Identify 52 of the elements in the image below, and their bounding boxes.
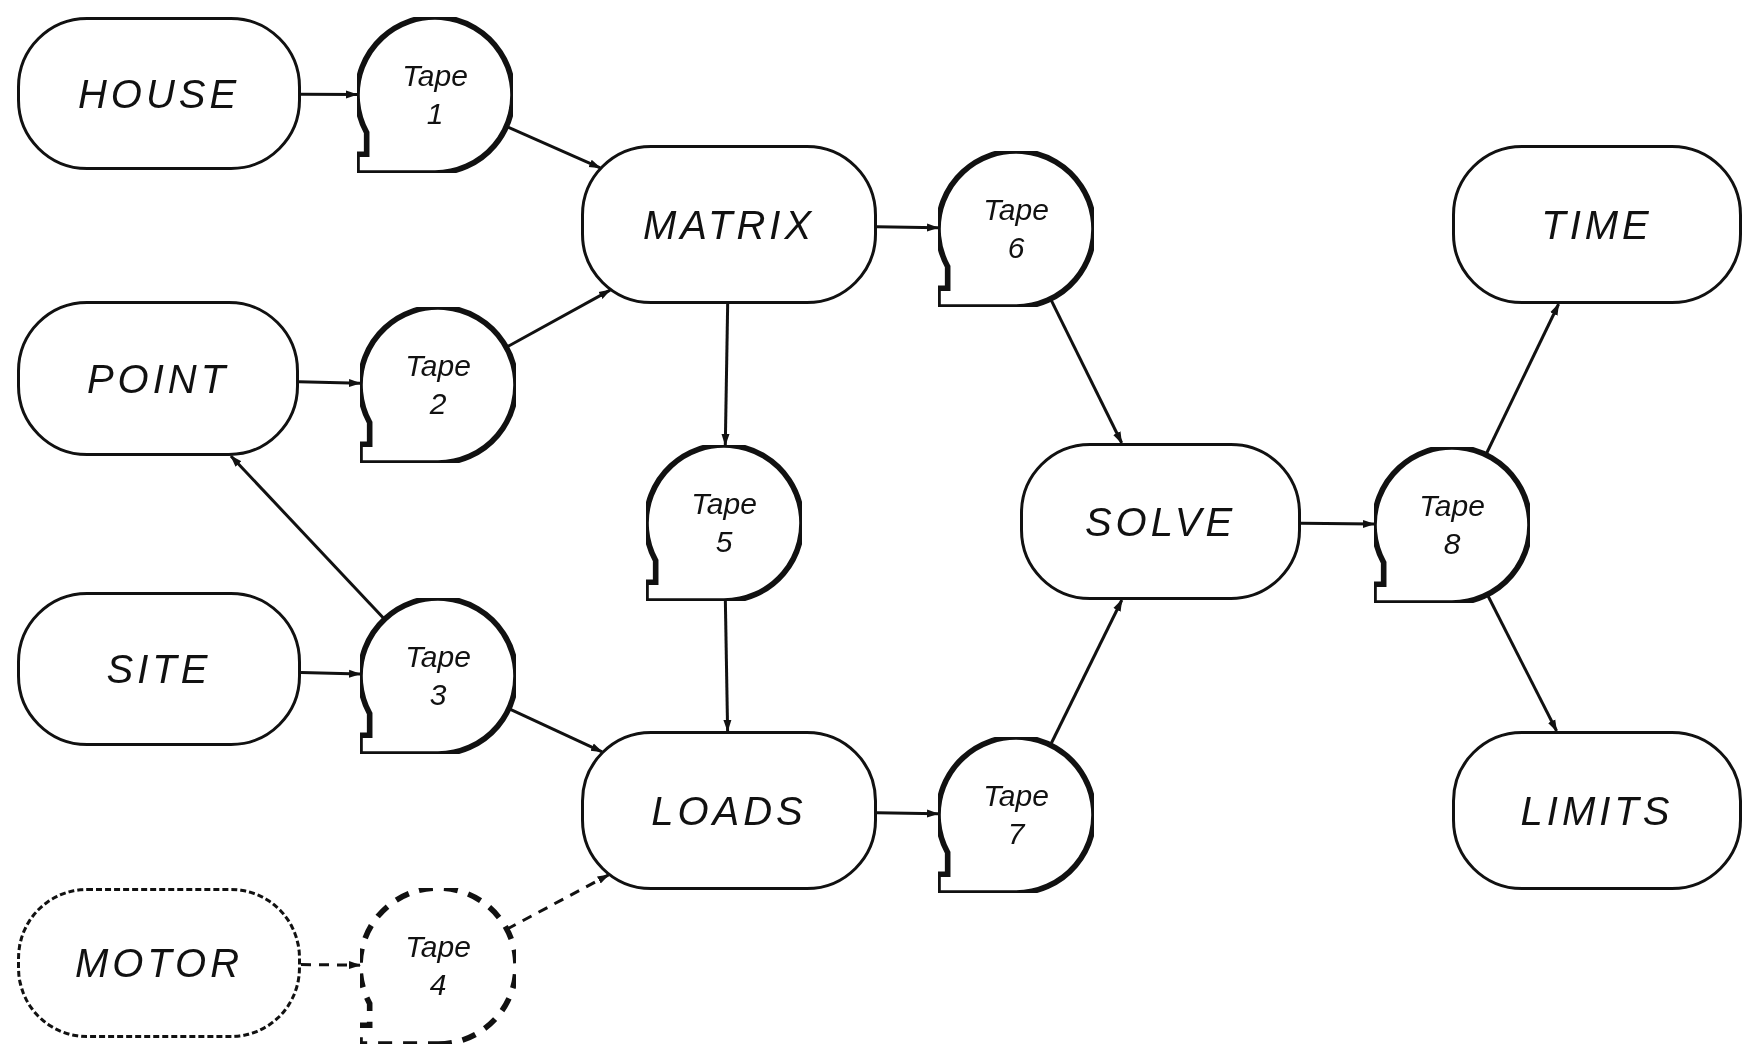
- node-label: Tape 8: [1418, 488, 1486, 562]
- arrow: [723, 600, 732, 732]
- node-label: LIMITS: [1520, 787, 1674, 835]
- node-label: Tape 6: [982, 192, 1050, 266]
- node-label: MATRIX: [642, 201, 816, 249]
- tape-reel-node: [646, 445, 802, 601]
- node-label: SITE: [106, 646, 212, 693]
- arrow: [229, 454, 386, 621]
- terminal-node: [581, 145, 877, 304]
- node-label: Tape 1: [401, 58, 469, 132]
- arrow: [508, 707, 603, 754]
- node-label: Tape 5: [690, 486, 758, 560]
- arrow: [1484, 303, 1560, 456]
- tape-reel-node: [1374, 447, 1530, 603]
- node-label: Tape 7: [982, 778, 1050, 852]
- terminal-node: [1452, 731, 1742, 890]
- terminal-node: [1020, 443, 1301, 600]
- arrow: [721, 303, 730, 446]
- node-label: POINT: [86, 355, 230, 403]
- arrow: [505, 125, 602, 170]
- tape-reel-node: [357, 17, 513, 173]
- arrow: [1301, 519, 1375, 528]
- terminal-node: [17, 888, 301, 1038]
- node-label: Tape 3: [404, 639, 472, 713]
- tape-reel-node: [360, 888, 516, 1044]
- arrow: [1049, 298, 1124, 444]
- arrow: [1049, 599, 1124, 746]
- terminal-node: [17, 17, 301, 170]
- arrow: [301, 961, 361, 970]
- arrow: [300, 669, 361, 678]
- arrow: [876, 809, 939, 818]
- arrow: [1486, 593, 1558, 732]
- terminal-node: [17, 301, 299, 456]
- arrow: [301, 90, 358, 99]
- node-label: Tape 2: [404, 348, 472, 422]
- tape-reel-node: [360, 598, 516, 754]
- tape-reel-node: [938, 151, 1094, 307]
- arrow: [505, 288, 611, 349]
- tape-reel-node: [938, 737, 1094, 893]
- arrow: [876, 223, 939, 232]
- node-label: MOTOR: [74, 940, 244, 987]
- tape-reel-node: [360, 307, 516, 463]
- terminal-node: [1452, 145, 1742, 304]
- arrow: [298, 378, 361, 387]
- node-label: LOADS: [651, 787, 807, 835]
- node-label: Tape 4: [404, 929, 472, 1003]
- terminal-node: [581, 731, 877, 890]
- node-label: HOUSE: [77, 70, 241, 118]
- terminal-node: [17, 592, 301, 746]
- node-label: TIME: [1541, 201, 1653, 249]
- arrow: [506, 873, 610, 931]
- node-label: SOLVE: [1084, 498, 1237, 546]
